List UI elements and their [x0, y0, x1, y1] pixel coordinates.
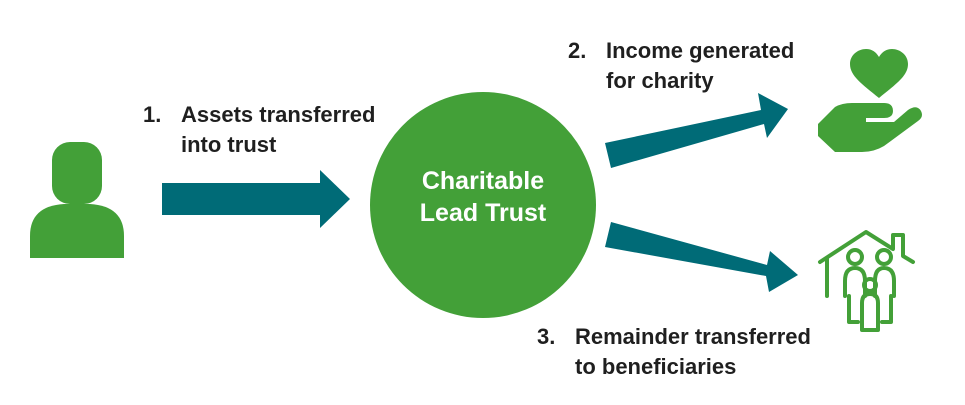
step-text-line1: Remainder transferred — [575, 324, 811, 349]
family-house-icon — [818, 230, 915, 332]
step-number: 3. — [537, 324, 556, 349]
arrow-income-to-charity — [605, 93, 788, 168]
step-number: 2. — [568, 38, 587, 63]
step-text-line1: Income generated — [606, 38, 795, 63]
step-number: 1. — [143, 102, 162, 127]
center-label-line2: Lead Trust — [419, 199, 547, 227]
hand-heart-icon — [818, 49, 922, 152]
arrow-remainder-to-beneficiaries — [605, 222, 798, 292]
trust-circle — [370, 92, 596, 318]
step-text-line2: to beneficiaries — [575, 354, 737, 379]
center-label-line1: Charitable — [421, 167, 545, 195]
step-text-line2: into trust — [181, 132, 277, 157]
step-text-line2: for charity — [606, 68, 714, 93]
arrow-assets-to-trust — [162, 170, 350, 228]
step-text-line1: Assets transferred — [181, 102, 376, 127]
center-label: Charitable Lead Trust — [370, 165, 596, 229]
person-icon — [30, 142, 124, 258]
